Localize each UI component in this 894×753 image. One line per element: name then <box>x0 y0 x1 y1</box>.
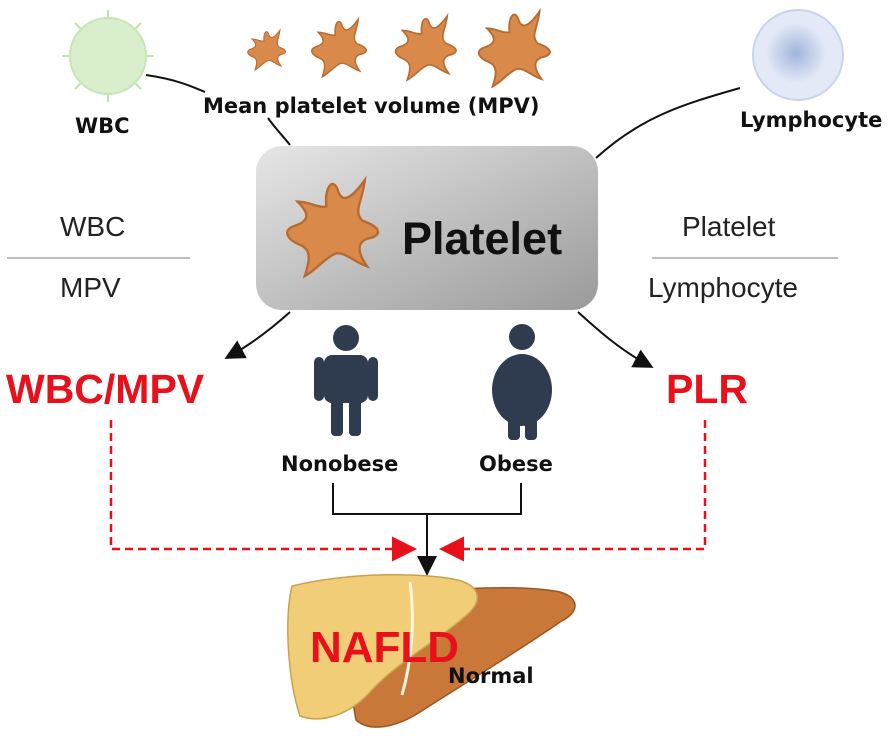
nafld-label: NAFLD <box>310 623 460 672</box>
ratio-left-denominator: MPV <box>60 272 121 303</box>
platelet-box <box>256 146 598 310</box>
red-dashed-arrows <box>109 420 707 562</box>
wbc-mpv-label: WBC/MPV <box>6 366 205 412</box>
ratio-right-numerator: Platelet <box>682 211 776 242</box>
lymphocyte-cell-icon <box>752 9 844 101</box>
mpv-label: Mean platelet volume (MPV) <box>203 94 540 118</box>
ratio-right-denominator: Lymphocyte <box>648 272 798 303</box>
plr-label: PLR <box>666 366 748 412</box>
ratio-left-numerator: WBC <box>60 211 126 242</box>
connector-lines <box>145 74 741 576</box>
wbc-cell-label: WBC <box>75 114 130 138</box>
lymphocyte-cell-label: Lymphocyte <box>740 108 883 132</box>
liver-icon <box>287 573 576 728</box>
obese-label: Obese <box>479 452 553 476</box>
platelet-title: Platelet <box>402 213 563 264</box>
nonobese-label: Nonobese <box>281 452 399 476</box>
normal-label: Normal <box>448 664 534 688</box>
wbc-cell-icon <box>62 10 154 102</box>
person-icon <box>314 325 378 436</box>
platelet-icon <box>247 10 551 88</box>
person-icon <box>492 324 552 440</box>
